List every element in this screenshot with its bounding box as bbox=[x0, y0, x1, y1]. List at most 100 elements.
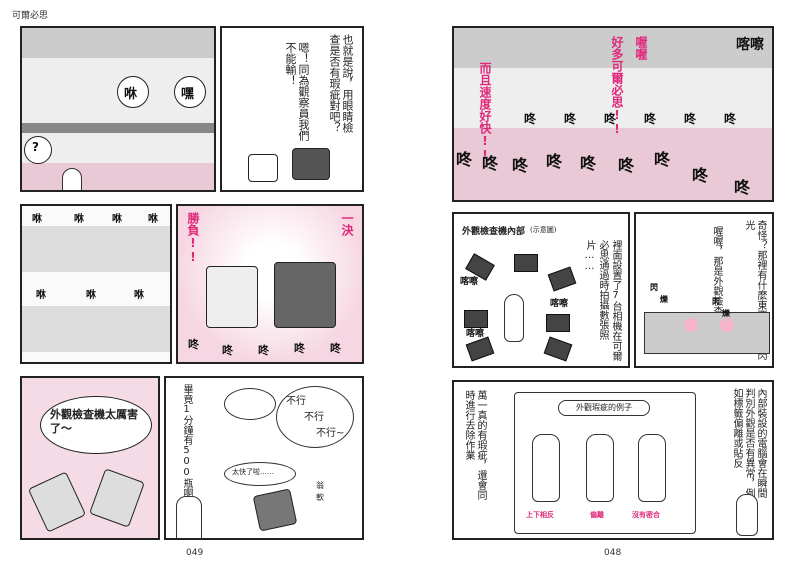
dark-box-character bbox=[252, 488, 298, 532]
sfx: 咚 bbox=[330, 342, 341, 355]
sfx: 咻 bbox=[148, 214, 158, 225]
ceiling bbox=[22, 28, 214, 58]
left-panel-1b: 也就是說，用眼睛檢查是否有瑕疵對吧？ 嗯！同為觀察員我們不能輸！ bbox=[220, 26, 364, 192]
defect-label: 沒有密合 bbox=[632, 511, 660, 519]
bubble-text: ? bbox=[32, 140, 39, 154]
sfx: 喀嚓 bbox=[550, 299, 569, 309]
narration: 畢竟1分鐘有500瓶啊…… bbox=[181, 384, 192, 520]
example-box bbox=[514, 392, 696, 534]
sfx: 咻 bbox=[134, 290, 144, 301]
speech-bubble bbox=[276, 386, 354, 448]
conveyor bbox=[22, 123, 214, 133]
bubble-text: 嘿 bbox=[181, 87, 195, 102]
bottle-character bbox=[62, 168, 82, 190]
bottle-character bbox=[736, 494, 758, 536]
diagram-title: 外觀檢查機內部 bbox=[462, 227, 526, 237]
defect-label: 偏離 bbox=[590, 511, 604, 519]
conveyor-row bbox=[22, 306, 170, 352]
sfx: 咚 bbox=[564, 112, 577, 126]
sfx: 咚 bbox=[294, 342, 305, 355]
example-box-title: 外觀瑕疵的例子 bbox=[558, 400, 650, 416]
inspection-machine bbox=[644, 312, 770, 354]
sfx-corner: 喀嚓 bbox=[736, 37, 764, 53]
sfx: 爍 bbox=[660, 295, 668, 304]
small-bubble bbox=[224, 462, 296, 486]
fallen-character bbox=[27, 471, 87, 533]
sfx: 咻 bbox=[32, 214, 42, 225]
bottle-icon bbox=[532, 434, 560, 502]
floor bbox=[22, 163, 214, 190]
no-text: 不行 bbox=[304, 412, 324, 423]
sfx: 翁 bbox=[316, 481, 324, 490]
speech-bubble bbox=[40, 396, 152, 454]
sfx-big: 咚 bbox=[456, 150, 473, 169]
sfx-big: 咚 bbox=[734, 178, 751, 197]
sfx-big: 咚 bbox=[654, 150, 671, 169]
pink-text: 而且速度好快!! bbox=[478, 62, 492, 162]
small-text: 太快了啦…… bbox=[232, 468, 274, 476]
running-head: 可爾必思 bbox=[12, 11, 49, 21]
sfx: 咻 bbox=[86, 290, 96, 301]
left-panel-3b: 畢竟1分鐘有500瓶啊…… 不行 不行 不行~ 太快了啦…… 翁 軟 翁 軟 bbox=[164, 376, 364, 540]
light-box-character bbox=[206, 266, 258, 328]
camera-icon bbox=[464, 310, 488, 328]
sfx: 軟 bbox=[316, 493, 324, 502]
sfx: 咚 bbox=[222, 344, 233, 357]
right-panel-1: 喔喔 好多可爾必思!! 而且速度好快!! 喀嚓 咚 咚 咚 咚 咚 咚 咚 咚 … bbox=[452, 26, 774, 202]
sfx-big: 咚 bbox=[618, 156, 635, 175]
question: 奇怪？那裡有什麼東西在發出閃光 bbox=[743, 220, 766, 360]
floor bbox=[454, 128, 772, 200]
sfx: 喀嚓 bbox=[460, 277, 479, 287]
declare-right: 一決 bbox=[340, 212, 354, 236]
camera-icon bbox=[514, 254, 538, 272]
sfx: 咚 bbox=[188, 338, 199, 351]
declare-left: 勝負!! bbox=[186, 212, 200, 264]
sfx-big: 咚 bbox=[512, 156, 529, 175]
no-text: 不行 bbox=[286, 396, 306, 407]
answer: 喔喔，那是外觀檢查機 bbox=[711, 226, 722, 326]
bottle-character bbox=[176, 496, 202, 538]
narration: 裡面設置了7台相機在可爾必思通過時拍攝數張照片…… bbox=[584, 240, 621, 361]
diagram-subtitle: (示意圖) bbox=[530, 226, 557, 234]
ceiling bbox=[454, 28, 772, 68]
sfx: 咻 bbox=[74, 214, 84, 225]
sfx-big: 咚 bbox=[546, 152, 563, 171]
pink-text: 喔喔 bbox=[634, 36, 648, 60]
narration: 也就是說，用眼睛檢查是否有瑕疵對吧？ bbox=[328, 34, 354, 133]
sfx: 爍 bbox=[722, 309, 730, 318]
sfx: 咚 bbox=[644, 112, 657, 126]
sfx: 咚 bbox=[684, 112, 697, 126]
sfx: 咻 bbox=[36, 290, 46, 301]
page-number-right: 048 bbox=[604, 548, 622, 558]
bottle-icon bbox=[504, 294, 524, 342]
page-number-left: 049 bbox=[186, 548, 204, 558]
left-panel-3a: 外觀檢查機太厲害了～ bbox=[20, 376, 160, 540]
fallen-character bbox=[89, 468, 145, 528]
narration-a: 內部裝設的電腦會在瞬間判別外觀是否有異常，例如標籤偏離或貼反 bbox=[731, 388, 766, 498]
sfx-big: 咚 bbox=[580, 154, 597, 173]
camera-icon bbox=[547, 266, 577, 292]
speech: 嗯！同為觀察員我們不能輸！ bbox=[284, 42, 310, 141]
sfx: 喀嚓 bbox=[466, 329, 485, 339]
no-text: 不行~ bbox=[316, 428, 345, 439]
bottle-icon bbox=[586, 434, 614, 502]
speech-bubble bbox=[224, 388, 276, 420]
dark-box-character bbox=[274, 262, 336, 328]
camera-icon bbox=[546, 314, 570, 332]
camera-icon bbox=[543, 336, 573, 362]
flash-icon bbox=[684, 318, 698, 332]
light-box-character bbox=[248, 154, 278, 182]
conveyor-row bbox=[22, 226, 170, 272]
right-panel-2: 外觀檢查機內部 (示意圖) 裡面設置了7台相機在可爾必思通過時拍攝數張照片…… … bbox=[452, 212, 630, 368]
sfx: 咚 bbox=[724, 112, 737, 126]
sfx: 閃 bbox=[650, 283, 658, 292]
bottle-icon bbox=[638, 434, 666, 502]
dark-box-character bbox=[292, 148, 330, 180]
sfx: 咻 bbox=[112, 214, 122, 225]
camera-icon bbox=[465, 336, 495, 362]
narration-b: 萬一真的有瑕疵，還會同時進行去除作業 bbox=[463, 390, 486, 500]
sfx-big: 咚 bbox=[692, 166, 709, 185]
left-panel-1: 咻 嘿 ? bbox=[20, 26, 216, 192]
sfx: 咚 bbox=[604, 112, 617, 126]
left-panel-2a: 咻 咻 咻 咻 咻 咻 咻 bbox=[20, 204, 172, 364]
